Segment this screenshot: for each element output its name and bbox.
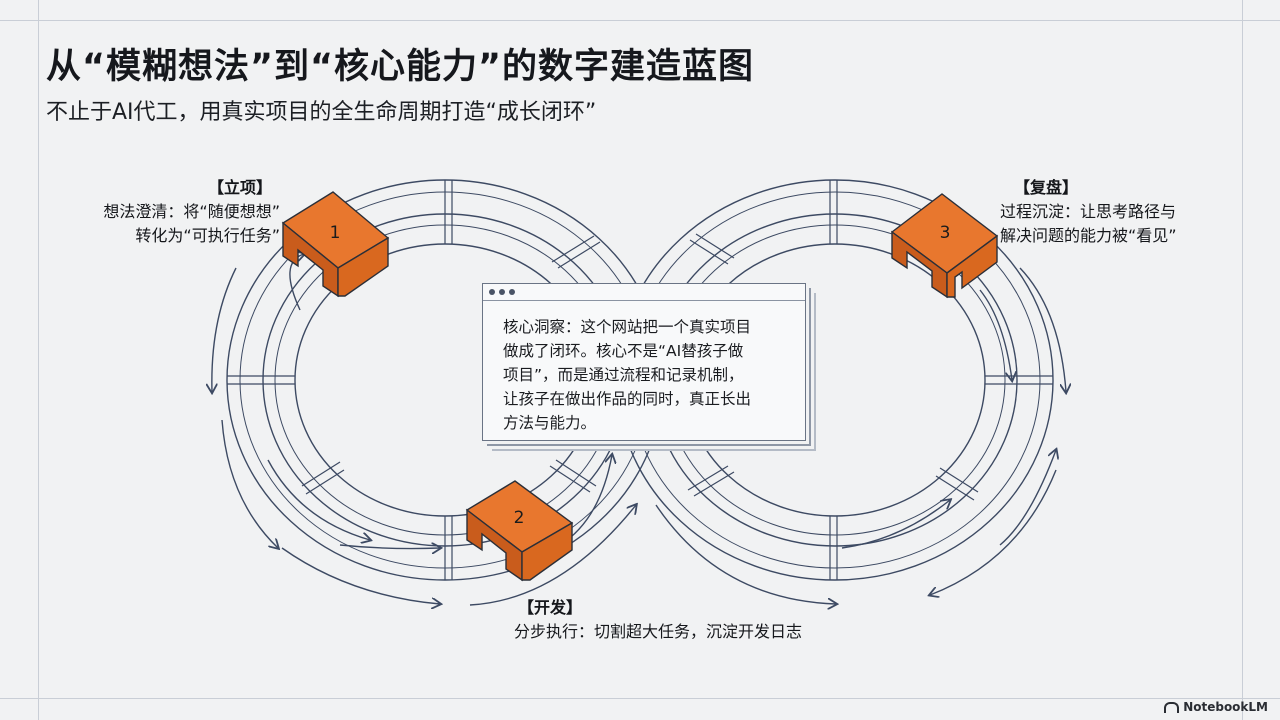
window-dot-icon — [509, 289, 515, 295]
insight-text: 核心洞察：这个网站把一个真实项目 做成了闭环。核心不是“AI替孩子做 项目”，而… — [483, 301, 805, 435]
stage-1-number: 1 — [330, 223, 341, 243]
window-dot-icon — [499, 289, 505, 295]
insight-line: 方法与能力。 — [503, 414, 597, 432]
stage-2-label: 【开发】 — [518, 598, 583, 617]
core-insight-card: 核心洞察：这个网站把一个真实项目 做成了闭环。核心不是“AI替孩子做 项目”，而… — [482, 283, 806, 441]
stage-1-block: 1 — [281, 191, 390, 298]
stage-1-desc-line1: 想法澄清：将“随便想想” — [103, 202, 280, 221]
frame-top-line — [0, 20, 1280, 21]
stage-2-number: 2 — [514, 508, 525, 528]
insight-window-bar — [483, 284, 805, 301]
insight-line: 核心洞察：这个网站把一个真实项目 — [503, 318, 752, 336]
notebooklm-watermark: NotebookLM — [1164, 700, 1268, 714]
stage-3-block: 3 — [890, 193, 999, 299]
stage-3-number: 3 — [940, 223, 951, 243]
brand-text: NotebookLM — [1183, 700, 1268, 714]
stage-1-desc-line2: 转化为“可执行任务” — [135, 226, 280, 245]
insight-line: 项目”，而是通过流程和记录机制， — [503, 366, 744, 384]
insight-line: 让孩子在做出作品的同时，真正长出 — [503, 390, 752, 408]
stage-2-desc-line1: 分步执行：切割超大任务，沉淀开发日志 — [514, 622, 803, 641]
stage-1-caption: 【立项】 想法澄清：将“随便想想” 转化为“可执行任务” — [60, 176, 280, 248]
insight-line: 做成了闭环。核心不是“AI替孩子做 — [503, 342, 744, 360]
frame-right-line — [1242, 0, 1243, 720]
track-ties — [227, 180, 1053, 580]
frame-left-line — [38, 0, 39, 720]
flow-arrows — [212, 254, 1066, 605]
stage-3-desc-line2: 解决问题的能力被“看见” — [1000, 226, 1177, 245]
stage-2-block: 2 — [465, 480, 574, 582]
stage-3-desc-line1: 过程沉淀：让思考路径与 — [1000, 202, 1177, 221]
page-title: 从“模糊想法”到“核心能力”的数字建造蓝图 — [46, 47, 755, 87]
stage-3-label: 【复盘】 — [1014, 178, 1079, 197]
page-subtitle: 不止于AI代工，用真实项目的全生命周期打造“成长闭环” — [46, 100, 597, 125]
stage-1-label: 【立项】 — [207, 178, 272, 197]
stage-3-caption: 【复盘】 过程沉淀：让思考路径与 解决问题的能力被“看见” — [1000, 176, 1240, 248]
window-dot-icon — [489, 289, 495, 295]
frame-bottom-line — [0, 698, 1280, 699]
notebooklm-logo-icon — [1164, 701, 1180, 713]
stage-2-caption: 【开发】 分步执行：切割超大任务，沉淀开发日志 — [514, 596, 874, 644]
